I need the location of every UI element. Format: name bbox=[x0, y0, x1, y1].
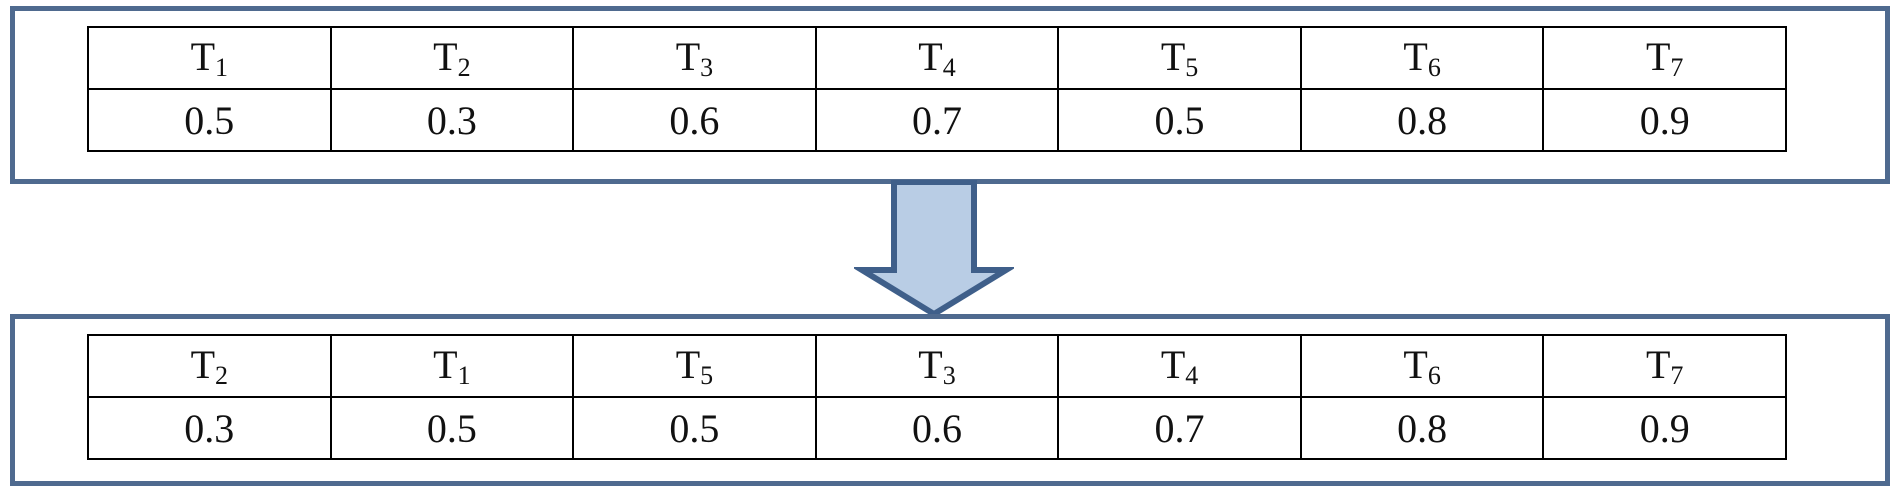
task-value-cell: 0.5 bbox=[329, 396, 575, 460]
task-letter: T bbox=[190, 34, 215, 79]
task-letter: T bbox=[918, 342, 943, 387]
task-label-cell: T4 bbox=[814, 26, 1060, 90]
task-label-cell: T6 bbox=[1299, 26, 1545, 90]
task-value-cell: 0.5 bbox=[87, 88, 332, 152]
task-label-cell: T4 bbox=[1057, 334, 1302, 398]
task-index: 4 bbox=[942, 53, 956, 82]
task-letter: T bbox=[190, 342, 215, 387]
down-arrow-shape bbox=[854, 180, 1014, 316]
task-label-cell: T2 bbox=[87, 334, 332, 398]
task-label-row: T1 T2 T3 T4 T5 T6 T7 bbox=[87, 26, 1787, 90]
task-label-cell: T3 bbox=[572, 26, 817, 90]
task-letter: T bbox=[675, 34, 701, 79]
task-value-cell: 0.3 bbox=[87, 396, 332, 460]
task-label-cell: T7 bbox=[1542, 334, 1787, 398]
task-label-row: T2 T1 T5 T3 T4 T6 T7 bbox=[87, 334, 1787, 398]
task-index: 2 bbox=[215, 361, 228, 390]
task-letter: T bbox=[1403, 34, 1428, 79]
task-index: 1 bbox=[457, 361, 471, 390]
before-task-table: T1 T2 T3 T4 T5 T6 T7 0.5 0.3 0.6 0.7 0.5… bbox=[87, 26, 1787, 152]
task-label-cell: T2 bbox=[329, 26, 575, 90]
task-index: 5 bbox=[1185, 53, 1199, 82]
after-task-table: T2 T1 T5 T3 T4 T6 T7 0.3 0.5 0.5 0.6 0.7… bbox=[87, 334, 1787, 460]
task-index: 2 bbox=[457, 53, 471, 82]
task-letter: T bbox=[918, 34, 943, 79]
task-value-cell: 0.6 bbox=[814, 396, 1060, 460]
task-value-row: 0.5 0.3 0.6 0.7 0.5 0.8 0.9 bbox=[87, 88, 1787, 152]
task-letter: T bbox=[433, 342, 458, 387]
task-index: 5 bbox=[700, 361, 714, 390]
task-value-cell: 0.8 bbox=[1299, 88, 1545, 152]
task-value-cell: 0.3 bbox=[329, 88, 575, 152]
task-label-cell: T7 bbox=[1542, 26, 1787, 90]
task-letter: T bbox=[675, 342, 701, 387]
task-value-cell: 0.9 bbox=[1542, 88, 1787, 152]
task-index: 1 bbox=[215, 53, 228, 82]
task-letter: T bbox=[1645, 342, 1671, 387]
task-label-cell: T5 bbox=[1057, 26, 1302, 90]
after-panel: T2 T1 T5 T3 T4 T6 T7 0.3 0.5 0.5 0.6 0.7… bbox=[10, 314, 1890, 486]
task-label-cell: T1 bbox=[329, 334, 575, 398]
task-index: 7 bbox=[1670, 361, 1684, 390]
task-index: 7 bbox=[1670, 53, 1684, 82]
task-label-cell: T5 bbox=[572, 334, 817, 398]
task-index: 3 bbox=[700, 53, 714, 82]
task-index: 6 bbox=[1427, 53, 1441, 82]
task-label-cell: T1 bbox=[87, 26, 332, 90]
down-arrow-icon bbox=[854, 180, 1014, 316]
task-value-cell: 0.5 bbox=[1057, 88, 1302, 152]
task-index: 4 bbox=[1185, 361, 1199, 390]
task-letter: T bbox=[433, 34, 458, 79]
task-label-cell: T3 bbox=[814, 334, 1060, 398]
task-value-cell: 0.8 bbox=[1299, 396, 1545, 460]
task-letter: T bbox=[1403, 342, 1428, 387]
task-value-cell: 0.6 bbox=[572, 88, 817, 152]
task-index: 6 bbox=[1427, 361, 1441, 390]
task-value-row: 0.3 0.5 0.5 0.6 0.7 0.8 0.9 bbox=[87, 396, 1787, 460]
task-label-cell: T6 bbox=[1299, 334, 1545, 398]
task-value-cell: 0.7 bbox=[814, 88, 1060, 152]
task-value-cell: 0.5 bbox=[572, 396, 817, 460]
task-index: 3 bbox=[942, 361, 956, 390]
before-panel: T1 T2 T3 T4 T5 T6 T7 0.5 0.3 0.6 0.7 0.5… bbox=[10, 6, 1890, 184]
task-value-cell: 0.7 bbox=[1057, 396, 1302, 460]
task-letter: T bbox=[1160, 342, 1186, 387]
task-value-cell: 0.9 bbox=[1542, 396, 1787, 460]
task-letter: T bbox=[1160, 34, 1186, 79]
task-letter: T bbox=[1645, 34, 1671, 79]
